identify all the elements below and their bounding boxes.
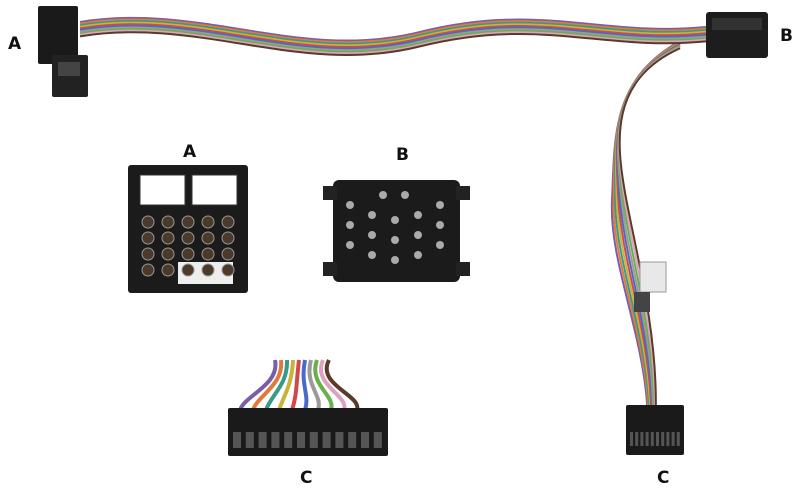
pin bbox=[141, 215, 155, 229]
pin bbox=[676, 432, 680, 446]
pin bbox=[368, 251, 376, 259]
label-harness-c: C bbox=[657, 468, 670, 488]
harness-connector-a bbox=[38, 6, 88, 97]
pin bbox=[414, 231, 422, 239]
pin bbox=[161, 215, 175, 229]
pin bbox=[181, 215, 195, 229]
pin bbox=[297, 432, 305, 448]
wire bbox=[79, 23, 707, 48]
pin bbox=[436, 241, 444, 249]
pin bbox=[141, 231, 155, 245]
harness-connector-b bbox=[706, 12, 768, 58]
pin bbox=[181, 263, 195, 277]
pin bbox=[635, 432, 639, 446]
wire bbox=[301, 359, 309, 411]
label-harness-b: B bbox=[780, 26, 793, 46]
pin bbox=[650, 432, 654, 446]
wire bbox=[277, 359, 295, 411]
pin bbox=[368, 231, 376, 239]
label-connector-c: C bbox=[300, 468, 313, 488]
pin bbox=[361, 432, 369, 448]
wire bbox=[264, 359, 290, 411]
wire bbox=[324, 359, 360, 411]
pin bbox=[661, 432, 665, 446]
wire bbox=[79, 31, 707, 56]
pin bbox=[233, 432, 241, 448]
wire-bundle bbox=[79, 16, 707, 406]
pin bbox=[322, 432, 331, 448]
pin bbox=[640, 432, 644, 446]
pin bbox=[141, 263, 155, 277]
pin bbox=[436, 221, 444, 229]
wire bbox=[319, 359, 347, 411]
pin bbox=[245, 432, 254, 448]
pin bbox=[271, 432, 280, 448]
pin bbox=[346, 221, 354, 229]
pin bbox=[391, 256, 399, 264]
pin bbox=[379, 191, 387, 199]
pin bbox=[221, 247, 235, 261]
pin bbox=[221, 215, 235, 229]
wire bbox=[79, 21, 707, 47]
pin bbox=[181, 247, 195, 261]
connector-b-face bbox=[323, 180, 470, 282]
pin bbox=[346, 201, 354, 209]
pin bbox=[335, 432, 344, 448]
pin bbox=[368, 211, 376, 219]
pin bbox=[671, 432, 675, 446]
wire bbox=[79, 29, 707, 55]
pin bbox=[141, 247, 155, 261]
wire bbox=[238, 359, 278, 411]
wire bbox=[313, 359, 334, 411]
pin bbox=[373, 432, 382, 448]
pin bbox=[161, 247, 175, 261]
pin bbox=[309, 432, 318, 448]
wire bbox=[307, 359, 321, 411]
pin bbox=[436, 201, 444, 209]
pin bbox=[201, 263, 215, 277]
pin bbox=[391, 236, 399, 244]
wire bbox=[79, 20, 707, 45]
label-connector-b: B bbox=[396, 145, 409, 165]
connector-a-face bbox=[128, 165, 248, 293]
wire bbox=[79, 18, 707, 44]
pin bbox=[201, 247, 215, 261]
pin bbox=[161, 231, 175, 245]
pin bbox=[221, 263, 235, 277]
pin bbox=[161, 263, 175, 277]
wire bbox=[79, 26, 707, 52]
label-harness-a: A bbox=[8, 34, 22, 54]
pin bbox=[284, 432, 293, 448]
harness-connector-c bbox=[626, 405, 684, 455]
pin bbox=[666, 432, 670, 446]
pin bbox=[401, 191, 409, 199]
label-connector-a: A bbox=[183, 142, 197, 162]
pin bbox=[656, 432, 659, 446]
pin bbox=[201, 231, 215, 245]
wire bbox=[79, 16, 707, 42]
pin bbox=[391, 216, 399, 224]
wire bbox=[290, 359, 301, 411]
wire bbox=[79, 24, 707, 50]
wire bbox=[618, 47, 681, 406]
pin bbox=[414, 251, 422, 259]
wire bbox=[617, 45, 681, 406]
pin bbox=[201, 215, 215, 229]
pin bbox=[221, 231, 235, 245]
wire bbox=[79, 28, 707, 53]
small-white-connector bbox=[639, 261, 667, 293]
pin bbox=[630, 432, 633, 446]
wire bbox=[251, 359, 284, 411]
pin bbox=[645, 432, 649, 446]
pin bbox=[414, 211, 422, 219]
pin bbox=[348, 432, 357, 448]
pin bbox=[258, 432, 267, 448]
pin bbox=[181, 231, 195, 245]
connector-c-face bbox=[228, 359, 388, 456]
small-black-connector bbox=[634, 292, 650, 312]
pin bbox=[346, 241, 354, 249]
